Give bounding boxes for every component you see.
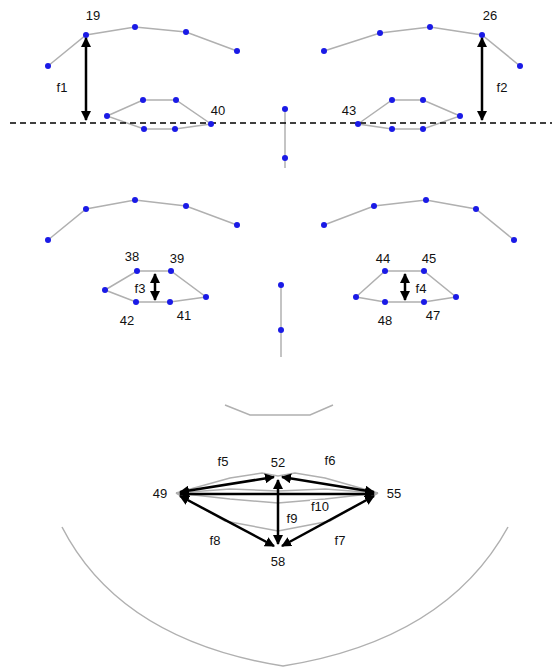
distance-arrow	[180, 496, 274, 546]
feature-label: f9	[286, 512, 299, 526]
feature-label: f8	[209, 534, 222, 548]
landmark-dot	[104, 113, 110, 119]
distance-arrow	[85, 38, 88, 120]
landmark-number: 39	[169, 252, 185, 266]
feature-label: f5	[217, 455, 230, 469]
landmark-dot	[382, 268, 388, 274]
landmark-dot	[427, 24, 433, 30]
landmark-dot	[453, 294, 459, 300]
landmark-dot	[83, 206, 89, 212]
distance-arrow	[282, 477, 374, 492]
landmark-dot	[133, 299, 139, 305]
eye-outline	[356, 271, 456, 302]
distance-arrow	[404, 274, 407, 300]
landmark-dot	[172, 126, 178, 132]
landmark-dot	[421, 268, 427, 274]
landmark-dot	[132, 197, 138, 203]
landmark-dot	[83, 32, 89, 38]
eyebrow-line	[324, 200, 514, 240]
feature-label: f1	[56, 81, 69, 95]
landmark-dot	[371, 203, 377, 209]
distance-arrow	[277, 480, 280, 544]
landmark-dot	[183, 203, 189, 209]
feature-label: f6	[324, 454, 337, 468]
landmark-dot	[168, 268, 174, 274]
landmark-dot	[321, 222, 327, 228]
landmark-dot	[321, 48, 327, 54]
eyebrow-line	[324, 27, 520, 66]
landmark-dot	[278, 282, 284, 288]
landmark-dot	[473, 206, 479, 212]
landmark-dot	[420, 126, 426, 132]
feature-label: f2	[496, 81, 509, 95]
landmark-dot	[45, 63, 51, 69]
landmark-dot	[421, 299, 427, 305]
eyebrow-line	[48, 200, 237, 240]
landmark-dot	[355, 121, 361, 127]
landmark-number: 41	[176, 309, 192, 323]
landmark-number: 58	[270, 555, 286, 569]
landmark-number: 44	[375, 252, 391, 266]
landmark-dot	[183, 29, 189, 35]
landmark-dot	[45, 237, 51, 243]
distance-arrow	[180, 477, 274, 492]
landmark-dot	[423, 197, 429, 203]
landmark-dot	[282, 155, 288, 161]
distance-arrow	[154, 274, 157, 300]
landmark-dot	[173, 97, 179, 103]
landmark-dot	[208, 121, 214, 127]
distance-arrow	[282, 496, 374, 546]
landmark-dot	[282, 106, 288, 112]
landmark-number: 48	[377, 314, 393, 328]
landmark-dot	[382, 299, 388, 305]
landmark-dot	[134, 268, 140, 274]
eye-outline	[105, 271, 206, 302]
landmark-dot	[517, 63, 523, 69]
landmark-dot	[353, 294, 359, 300]
landmark-dot	[203, 294, 209, 300]
landmark-number: 45	[421, 252, 437, 266]
eye-outline	[107, 100, 211, 129]
landmark-number: 38	[124, 250, 140, 264]
landmark-number: 52	[270, 456, 286, 470]
nose-line	[280, 285, 282, 357]
feature-label: f7	[334, 534, 347, 548]
landmark-dot	[140, 97, 146, 103]
eye-outline	[358, 100, 460, 129]
landmark-dot	[132, 24, 138, 30]
feature-label: f3	[134, 282, 147, 296]
landmark-dot	[278, 327, 284, 333]
jaw-line	[62, 527, 508, 666]
landmark-dot	[234, 222, 240, 228]
landmark-dot	[234, 48, 240, 54]
measure-arrows	[86, 38, 482, 546]
feature-label: f10	[310, 500, 330, 514]
distance-arrow	[481, 38, 484, 120]
nose-base	[225, 405, 333, 415]
reference-line	[10, 122, 552, 124]
landmark-number: 19	[85, 9, 101, 23]
landmark-dot	[479, 32, 485, 38]
landmark-number: 47	[425, 309, 441, 323]
landmark-dot	[457, 113, 463, 119]
eyebrow-line	[48, 27, 237, 66]
landmark-number: 40	[210, 104, 226, 118]
landmark-number: 26	[482, 9, 498, 23]
landmark-dot	[389, 97, 395, 103]
landmark-number: 49	[152, 487, 168, 501]
feature-label: f4	[415, 282, 428, 296]
landmark-dot	[511, 237, 517, 243]
landmark-dot	[141, 126, 147, 132]
landmark-dot	[377, 30, 383, 36]
landmark-dots	[45, 24, 523, 333]
landmark-dot	[389, 126, 395, 132]
landmark-dot	[102, 287, 108, 293]
landmark-dot	[420, 97, 426, 103]
landmark-number: 43	[341, 104, 357, 118]
landmark-number: 42	[119, 314, 135, 328]
landmark-dot	[167, 299, 173, 305]
landmark-number: 55	[386, 487, 402, 501]
